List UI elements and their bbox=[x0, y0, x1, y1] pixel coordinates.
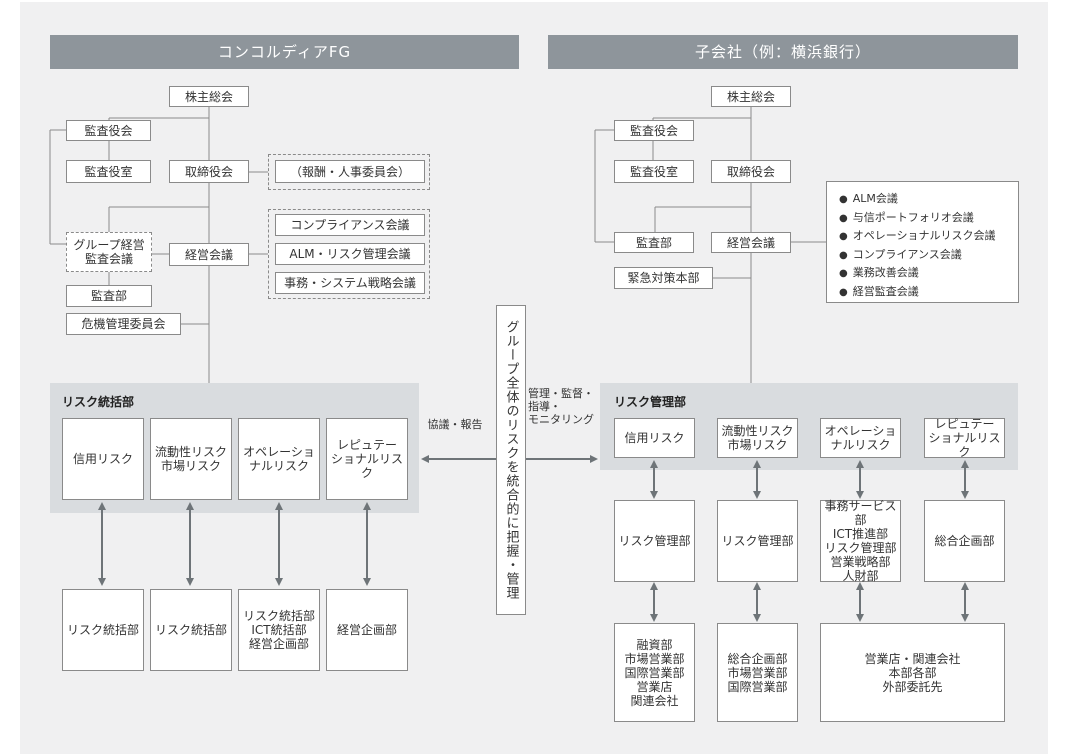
center-integration-label: グループ全体のリスクを統合的に把握・管理 bbox=[503, 320, 519, 600]
right-committee-list: ALM会議 与信ポートフォリオ会議 オペレーショナルリスク会議 コンプライアンス… bbox=[826, 181, 1019, 303]
left-crisis-committee-box: 危機管理委員会 bbox=[66, 313, 181, 335]
right-shareholders-box: 株主総会 bbox=[711, 86, 791, 107]
left-shareholders-box: 株主総会 bbox=[169, 86, 249, 107]
right-risk-operational: オペレーショ ナルリスク bbox=[820, 418, 901, 458]
left-board-committee-box: （報酬・人事委員会） bbox=[275, 160, 425, 183]
right-dept-reputational: 総合企画部 bbox=[924, 500, 1005, 582]
left-auditors-box: 監査役会 bbox=[66, 120, 151, 141]
left-board-box: 取締役会 bbox=[169, 160, 249, 183]
left-management-meeting-box: 経営会議 bbox=[169, 243, 249, 266]
right-management-meeting-box: 経営会議 bbox=[711, 232, 791, 253]
left-committee-group bbox=[268, 209, 430, 299]
right-committee-item: コンプライアンス会議 bbox=[839, 246, 1018, 265]
left-risk-liquidity-market: 流動性リスク 市場リスク bbox=[150, 418, 232, 500]
left-risk-credit: 信用リスク bbox=[62, 418, 144, 500]
right-dept-credit: リスク管理部 bbox=[614, 500, 695, 582]
right-auditors-office-box: 監査役室 bbox=[614, 160, 694, 183]
left-risk-panel-title: リスク統括部 bbox=[62, 395, 135, 409]
left-risk-operational: オペレーショ ナルリスク bbox=[238, 418, 320, 500]
right-risk-liquidity-market: 流動性リスク 市場リスク bbox=[717, 418, 798, 458]
right-committee-item: 業務改善会議 bbox=[839, 264, 1018, 283]
left-committee-system: 事務・システム戦略会議 bbox=[275, 272, 425, 294]
right-dept-operational: 事務サービス部 ICT推進部 リスク管理部 営業戦略部 人財部 bbox=[820, 499, 901, 583]
right-committee-item: ALM会議 bbox=[839, 190, 1018, 209]
right-bottom-operational-reputational: 営業店・関連会社 本部各部 外部委託先 bbox=[820, 623, 1005, 722]
left-risk-reputational: レピュテー ショナルリスク bbox=[326, 418, 408, 500]
right-audit-dept-box: 監査部 bbox=[614, 232, 694, 253]
left-dept-liquidity: リスク統括部 bbox=[150, 589, 232, 671]
right-emergency-box: 緊急対策本部 bbox=[614, 267, 713, 289]
right-bottom-liquidity: 総合企画部 市場営業部 国際営業部 bbox=[717, 623, 798, 722]
left-dept-reputational: 経営企画部 bbox=[326, 589, 408, 671]
right-auditors-box: 監査役会 bbox=[614, 120, 694, 141]
left-dept-operational: リスク統括部 ICT統括部 経営企画部 bbox=[238, 589, 320, 671]
left-committee-compliance: コンプライアンス会議 bbox=[275, 214, 425, 236]
right-committee-item: 与信ポートフォリオ会議 bbox=[839, 209, 1018, 228]
left-group-audit-box: グループ経営 監査会議 bbox=[66, 232, 152, 272]
left-consult-report-label: 協議・報告 bbox=[427, 418, 483, 431]
right-dept-liquidity: リスク管理部 bbox=[717, 500, 798, 582]
left-committee-alm: ALM・リスク管理会議 bbox=[275, 243, 425, 265]
left-dept-credit: リスク統括部 bbox=[62, 589, 144, 671]
center-integration-box: グループ全体のリスクを統合的に把握・管理 bbox=[496, 305, 526, 615]
left-audit-dept-box: 監査部 bbox=[66, 285, 152, 307]
right-risk-reputational: レピュテー ショナルリスク bbox=[924, 417, 1005, 459]
right-supervise-label: 管理・監督・ 指導・ モニタリング bbox=[528, 387, 594, 426]
left-auditors-office-box: 監査役室 bbox=[66, 160, 151, 183]
right-committee-item: 経営監査会議 bbox=[839, 283, 1018, 302]
right-risk-credit: 信用リスク bbox=[614, 418, 695, 458]
right-header: 子会社（例：横浜銀行） bbox=[548, 35, 1018, 69]
right-bottom-credit: 融資部 市場営業部 国際営業部 営業店 関連会社 bbox=[614, 623, 695, 722]
right-board-box: 取締役会 bbox=[711, 160, 791, 183]
left-header: コンコルディアFG bbox=[50, 35, 519, 69]
right-committee-item: オペレーショナルリスク会議 bbox=[839, 227, 1018, 246]
left-board-committee-group bbox=[268, 154, 430, 190]
right-risk-panel-title: リスク管理部 bbox=[614, 395, 687, 409]
